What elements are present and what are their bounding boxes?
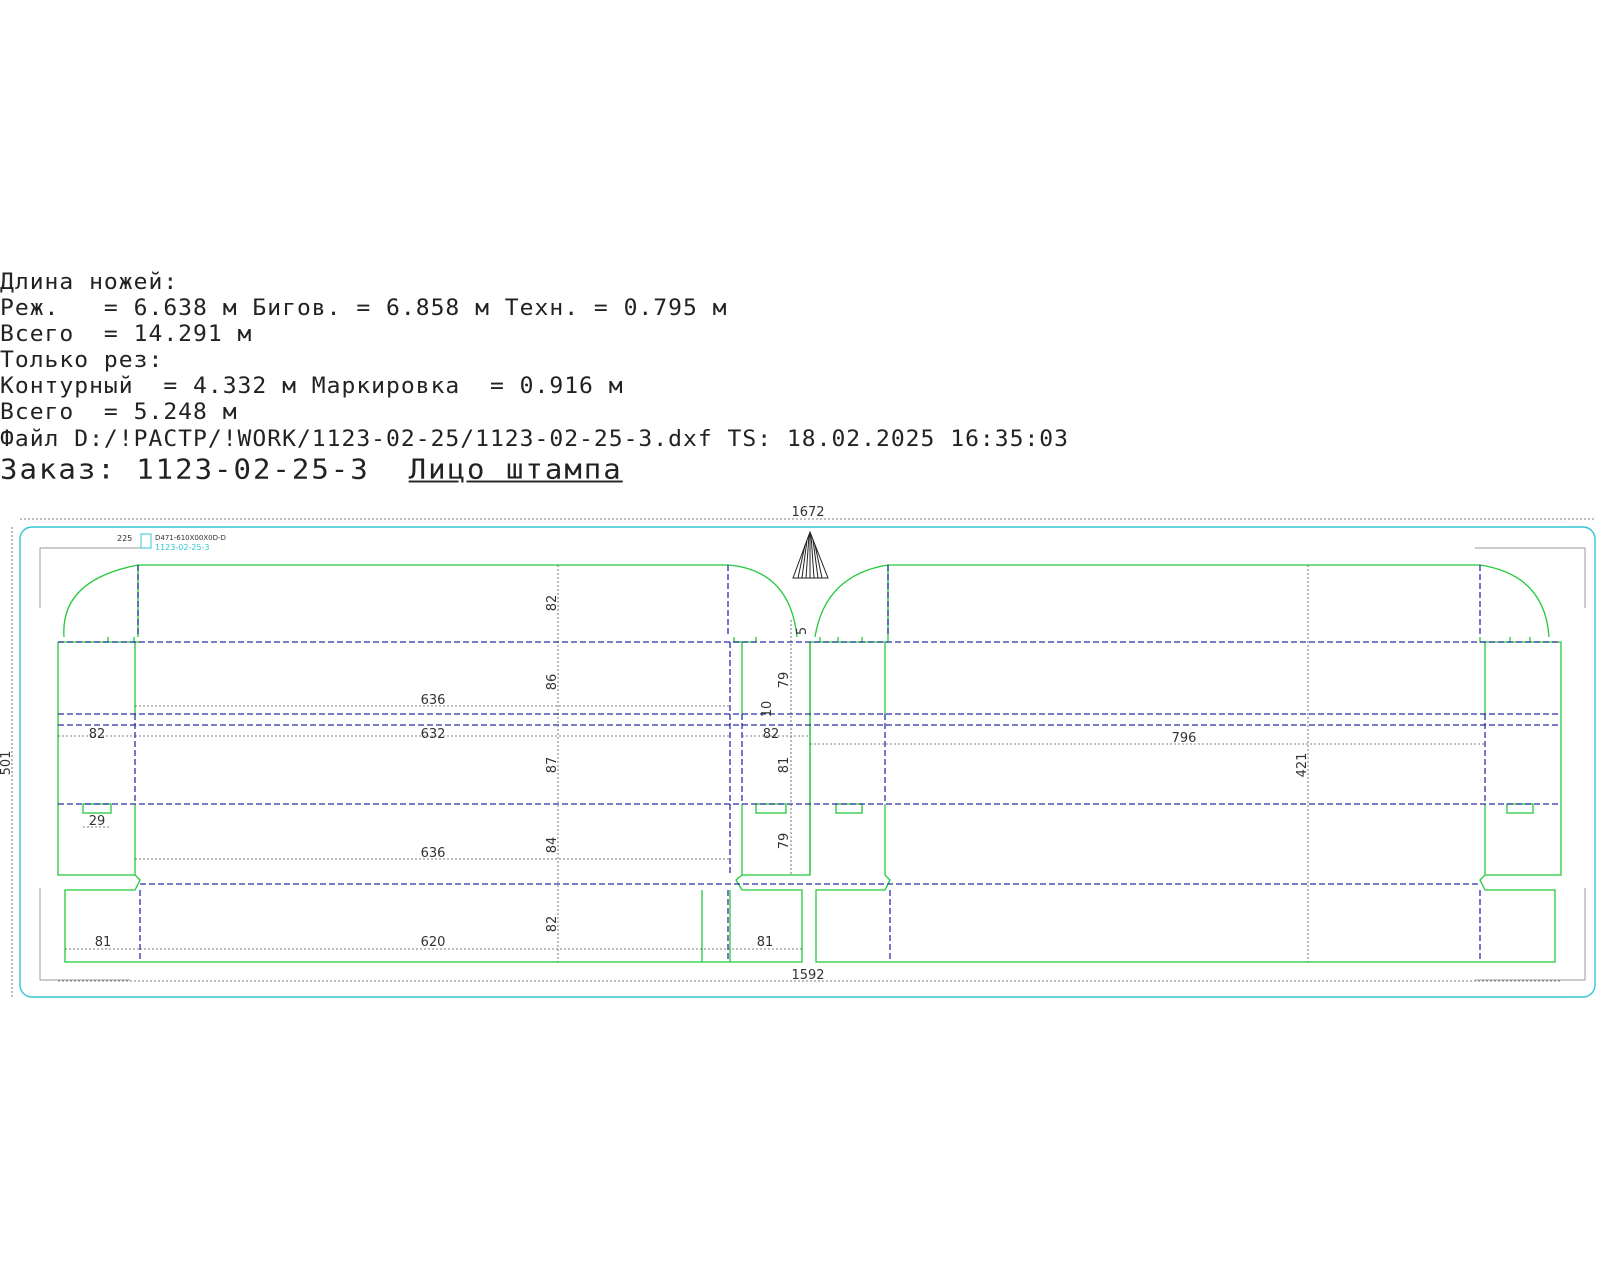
dim-height-82-top: 82 xyxy=(545,595,560,612)
face-label: Лицо штампа xyxy=(408,453,623,486)
dim-width-636-top: 636 xyxy=(421,693,446,708)
dim-width-81-left: 81 xyxy=(95,935,112,950)
stamp-code-line1: D471-610X00X0D-D xyxy=(155,534,226,542)
header-file-path: Файл D:/!РАСТР/!WORK/1123-02-25/1123-02-… xyxy=(0,427,1069,452)
dim-width-636-bottom: 636 xyxy=(421,846,446,861)
header-order: Заказ: 1123-02-25-3 Лицо штампа xyxy=(0,453,623,485)
dim-height-79-top: 79 xyxy=(777,672,792,689)
header-cut-total: Всего = 5.248 м xyxy=(0,400,238,425)
dim-width-82-left: 82 xyxy=(89,727,106,742)
header-knife-length-title: Длина ножей: xyxy=(0,270,179,295)
cut-lines xyxy=(57,564,1562,963)
dim-width-620: 620 xyxy=(421,935,446,950)
stamp-code: 225 xyxy=(117,534,132,543)
dim-height-82-bottom: 82 xyxy=(545,916,560,933)
header-total-length: Всего = 14.291 м xyxy=(0,322,253,347)
dim-height-421: 421 xyxy=(1295,753,1310,778)
dim-height-84: 84 xyxy=(545,837,560,854)
dim-width-29: 29 xyxy=(89,814,106,829)
dim-overall-height: 501 xyxy=(0,751,14,776)
dim-width-632: 632 xyxy=(421,727,446,742)
dim-height-79-bottom: 79 xyxy=(777,833,792,850)
header-knife-lengths: Реж. = 6.638 м Бигов. = 6.858 м Техн. = … xyxy=(0,296,728,321)
dim-bottom-width: 1592 xyxy=(791,968,824,983)
order-number: Заказ: 1123-02-25-3 xyxy=(0,453,370,486)
stamp-logo-icon xyxy=(140,533,152,549)
outer-frame xyxy=(19,526,1596,998)
crease-lines xyxy=(58,565,1561,962)
dim-width-796: 796 xyxy=(1172,731,1197,746)
dim-height-87: 87 xyxy=(545,757,560,774)
header-cut-only-title: Только рез: xyxy=(0,348,164,373)
grain-direction-arrow-icon xyxy=(792,530,829,579)
dim-height-81: 81 xyxy=(777,757,792,774)
dim-width-81-right: 81 xyxy=(757,935,774,950)
header-contour-marking: Контурный = 4.332 м Маркировка = 0.916 м xyxy=(0,374,624,399)
dim-height-5: 5 xyxy=(795,627,810,635)
dimension-lines xyxy=(11,518,1595,997)
dim-overall-width: 1672 xyxy=(791,505,824,520)
stamp-code-line2: 1123-02-25-3 xyxy=(155,543,209,552)
dim-width-82-mid: 82 xyxy=(763,727,780,742)
inner-border xyxy=(39,547,1586,981)
dim-height-10: 10 xyxy=(760,701,775,718)
dim-height-86: 86 xyxy=(545,674,560,691)
